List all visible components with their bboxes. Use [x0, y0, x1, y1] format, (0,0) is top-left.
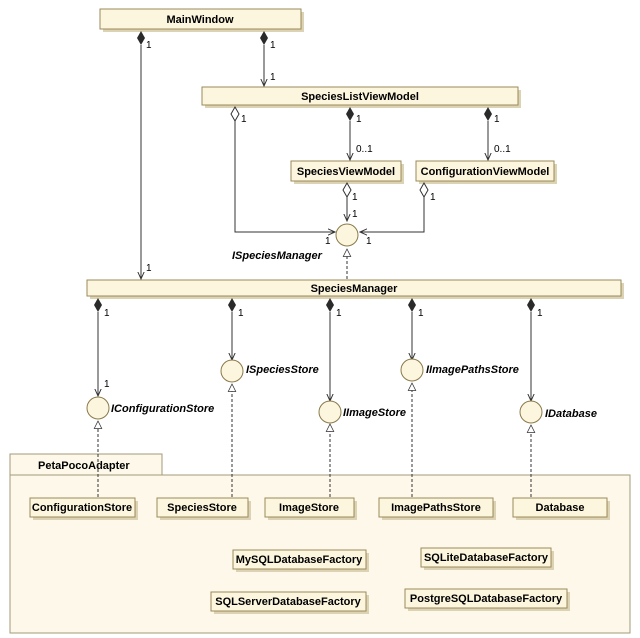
class-sqlserverdatabasefactory[interactable]: SQLServerDatabaseFactory: [210, 591, 369, 614]
association-manager-iimagepathsstore: 1: [408, 298, 424, 360]
class-imagepathsstore[interactable]: ImagePathsStore: [378, 497, 496, 520]
association-manager-iimagestore: 1: [326, 298, 342, 401]
svg-text:ImageStore: ImageStore: [279, 502, 339, 514]
svg-text:1: 1: [356, 114, 362, 125]
association-specieslist-configurationviewmodel: 1 0..1: [484, 107, 511, 160]
svg-text:SpeciesListViewModel: SpeciesListViewModel: [301, 91, 419, 103]
svg-text:1: 1: [270, 40, 276, 51]
svg-text:1: 1: [146, 40, 152, 51]
svg-text:ISpeciesStore: ISpeciesStore: [246, 364, 319, 376]
interface-iimagestore[interactable]: IImageStore: [318, 400, 406, 424]
svg-text:SpeciesViewModel: SpeciesViewModel: [297, 166, 395, 178]
svg-text:1: 1: [418, 308, 424, 319]
svg-text:IConfigurationStore: IConfigurationStore: [111, 403, 214, 415]
svg-text:ConfigurationViewModel: ConfigurationViewModel: [421, 166, 550, 178]
svg-text:1: 1: [352, 209, 358, 220]
interface-iimagepathsstore[interactable]: IImagePathsStore: [400, 358, 519, 382]
association-speciesviewmodel-ispeciesmanager: 1 1: [342, 181, 358, 221]
svg-text:Database: Database: [536, 502, 585, 514]
svg-text:1: 1: [325, 236, 331, 247]
svg-text:PostgreSQLDatabaseFactory: PostgreSQLDatabaseFactory: [410, 593, 563, 605]
svg-text:1: 1: [104, 379, 110, 390]
svg-text:SQLiteDatabaseFactory: SQLiteDatabaseFactory: [424, 552, 549, 564]
svg-text:1: 1: [430, 192, 436, 203]
class-imagestore[interactable]: ImageStore: [264, 497, 357, 520]
svg-text:MainWindow: MainWindow: [166, 14, 234, 26]
interface-ispeciesmanager[interactable]: ISpeciesManager: [232, 223, 359, 262]
class-mainwindow[interactable]: MainWindow: [99, 8, 304, 32]
class-speciesviewmodel[interactable]: SpeciesViewModel: [290, 160, 404, 184]
svg-text:SQLServerDatabaseFactory: SQLServerDatabaseFactory: [215, 596, 361, 608]
svg-text:SpeciesStore: SpeciesStore: [167, 502, 237, 514]
class-speciesmanager[interactable]: SpeciesManager: [86, 279, 624, 299]
association-specieslist-speciesviewmodel: 1 0..1: [346, 107, 373, 160]
class-database[interactable]: Database: [512, 497, 610, 520]
class-configurationviewmodel[interactable]: ConfigurationViewModel: [415, 160, 557, 184]
svg-text:1: 1: [494, 114, 500, 125]
class-specieslistviewmodel[interactable]: SpeciesListViewModel: [201, 86, 521, 108]
svg-text:IImageStore: IImageStore: [343, 407, 406, 419]
association-mainwindow-speciesmanager: 1 1: [137, 31, 152, 279]
svg-text:SpeciesManager: SpeciesManager: [311, 283, 399, 295]
association-mainwindow-specieslistviewmodel: 1 1: [260, 31, 276, 86]
svg-text:1: 1: [146, 263, 152, 274]
interface-idatabase[interactable]: IDatabase: [519, 400, 597, 424]
association-manager-idatabase: 1: [527, 298, 543, 401]
svg-text:1: 1: [238, 308, 244, 319]
svg-text:0..1: 0..1: [356, 144, 373, 155]
svg-text:1: 1: [537, 308, 543, 319]
package-name: PetaPocoAdapter: [38, 460, 130, 472]
svg-text:1: 1: [336, 308, 342, 319]
svg-text:1: 1: [241, 114, 247, 125]
interface-ispeciesstore[interactable]: ISpeciesStore: [220, 359, 319, 383]
svg-text:0..1: 0..1: [494, 144, 511, 155]
svg-text:ImagePathsStore: ImagePathsStore: [391, 502, 481, 514]
svg-text:1: 1: [366, 236, 372, 247]
svg-text:1: 1: [270, 72, 276, 83]
svg-text:1: 1: [352, 192, 358, 203]
class-speciesstore[interactable]: SpeciesStore: [156, 497, 251, 520]
class-postgresqldatabasefactory[interactable]: PostgreSQLDatabaseFactory: [404, 588, 570, 611]
svg-text:1: 1: [104, 308, 110, 319]
svg-text:IImagePathsStore: IImagePathsStore: [426, 364, 519, 376]
svg-text:IDatabase: IDatabase: [545, 408, 597, 420]
class-mysqldatabasefactory[interactable]: MySQLDatabaseFactory: [232, 549, 369, 572]
class-sqlitedatabasefactory[interactable]: SQLiteDatabaseFactory: [420, 547, 554, 570]
interface-iconfigurationstore[interactable]: IConfigurationStore: [86, 396, 214, 420]
class-configurationstore[interactable]: ConfigurationStore: [29, 497, 138, 520]
svg-text:MySQLDatabaseFactory: MySQLDatabaseFactory: [236, 554, 363, 566]
association-manager-ispeciesstore: 1: [228, 298, 244, 360]
association-specieslist-ispeciesmanager: 1 1: [230, 105, 335, 247]
association-manager-iconfigurationstore: 1 1: [94, 298, 110, 396]
svg-text:ISpeciesManager: ISpeciesManager: [232, 250, 323, 262]
svg-text:ConfigurationStore: ConfigurationStore: [32, 502, 132, 514]
association-configurationviewmodel-ispeciesmanager: 1 1: [360, 181, 436, 247]
